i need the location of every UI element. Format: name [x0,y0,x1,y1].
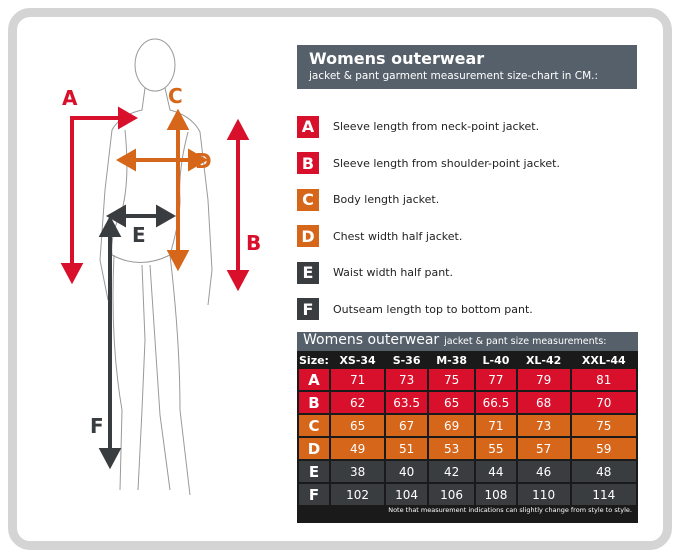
table-cell: 71 [330,369,385,390]
table-cell: 59 [571,438,636,459]
table-cell: 66.5 [476,392,516,413]
table-cell: 81 [571,369,636,390]
row-label: D [299,438,329,459]
table-cell: 53 [428,438,475,459]
row-label: C [299,415,329,436]
legend-badge: E [297,261,319,284]
title-header: Womens outerwear jacket & pant garment m… [297,45,637,89]
row-label: A [299,369,329,390]
table-cell: 73 [386,369,427,390]
table-cell: 114 [571,484,636,505]
body-figure: A B C D E F [60,38,261,496]
legend-text: Sleeve length from shoulder-point jacket… [333,156,560,170]
table-cell: 49 [330,438,385,459]
table-cell: 65 [428,392,475,413]
label-C: C [168,84,183,108]
table-cell: 38 [330,461,385,482]
table-cell: 70 [571,392,636,413]
table-cell: 42 [428,461,475,482]
legend-badge: B [297,152,319,174]
table-cell: 104 [386,484,427,505]
table-cell: 71 [476,415,516,436]
table-cell: 75 [428,369,475,390]
label-B: B [246,231,261,255]
table-cell: 65 [330,415,385,436]
table-header: Womens outerwear jacket & pant size meas… [297,332,638,351]
table-cell: 63.5 [386,392,427,413]
legend-item: A Sleeve length from neck-point jacket. [297,115,637,138]
table-title: Womens outerwear [303,332,440,348]
legend-item: E Waist width half pant. [297,261,637,284]
table-cell: 77 [476,369,516,390]
table-cell: 110 [517,484,570,505]
title: Womens outerwear [309,49,485,68]
size-table: Womens outerwear jacket & pant size meas… [297,332,638,523]
legend-item: D Chest width half jacket. [297,225,637,248]
legend-item: C Body length jacket. [297,188,637,211]
row-label: B [299,392,329,413]
table-cell: 44 [476,461,516,482]
table-cell: 46 [517,461,570,482]
table-cell: 106 [428,484,475,505]
legend-text: Outseam length top to bottom pant. [333,302,533,316]
legend-item: F Outseam length top to bottom pant. [297,298,637,321]
legend-item: B Sleeve length from shoulder-point jacke… [297,152,637,175]
arrow-C [166,108,190,272]
arrow-D [115,148,209,172]
legend-text: Chest width half jacket. [333,229,463,243]
table-cell: 48 [571,461,636,482]
label-F: F [90,414,104,438]
arrow-F [98,215,122,470]
label-A: A [62,86,78,110]
table-cell: 73 [517,415,570,436]
row-label: F [299,484,329,505]
table-cell: 67 [386,415,427,436]
subtitle: jacket & pant garment measurement size-c… [309,70,599,82]
legend-badge: C [297,188,319,211]
table-cell: 51 [386,438,427,459]
size-header: XXL-44 [581,353,626,367]
table-cell: 102 [330,484,385,505]
legend-text: Body length jacket. [333,193,440,206]
size-header: S-36 [392,353,421,367]
size-header: L-40 [482,353,510,367]
table-cell: 79 [517,369,570,390]
table-cell: 68 [517,392,570,413]
size-header: XS-34 [339,353,376,367]
legend-badge: D [297,225,319,247]
size-header: XL-42 [525,353,562,367]
label-E: E [132,223,146,247]
size-label: Size: [299,353,329,367]
legend-text: Waist width half pant. [333,266,453,279]
table-note: Note that measurement indications can sl… [388,506,632,514]
table-cell: 55 [476,438,516,459]
table-cell: 108 [476,484,516,505]
table-subtitle: jacket & pant size measurements: [444,336,607,347]
size-header: M-38 [436,353,468,367]
table-cell: 40 [386,461,427,482]
arrow-B [226,118,250,292]
table-cell: 62 [330,392,385,413]
arrow-E [105,204,177,228]
legend-badge: F [297,298,319,320]
table-cell: 75 [571,415,636,436]
legend-text: Sleeve length from neck-point jacket. [333,120,540,133]
table-cell: 69 [428,415,475,436]
legend-badge: A [297,115,319,138]
table-cell: 57 [517,438,570,459]
label-D: D [195,149,212,173]
row-label: E [299,461,329,482]
arrow-A [60,106,139,285]
figure-sketch [99,38,213,496]
